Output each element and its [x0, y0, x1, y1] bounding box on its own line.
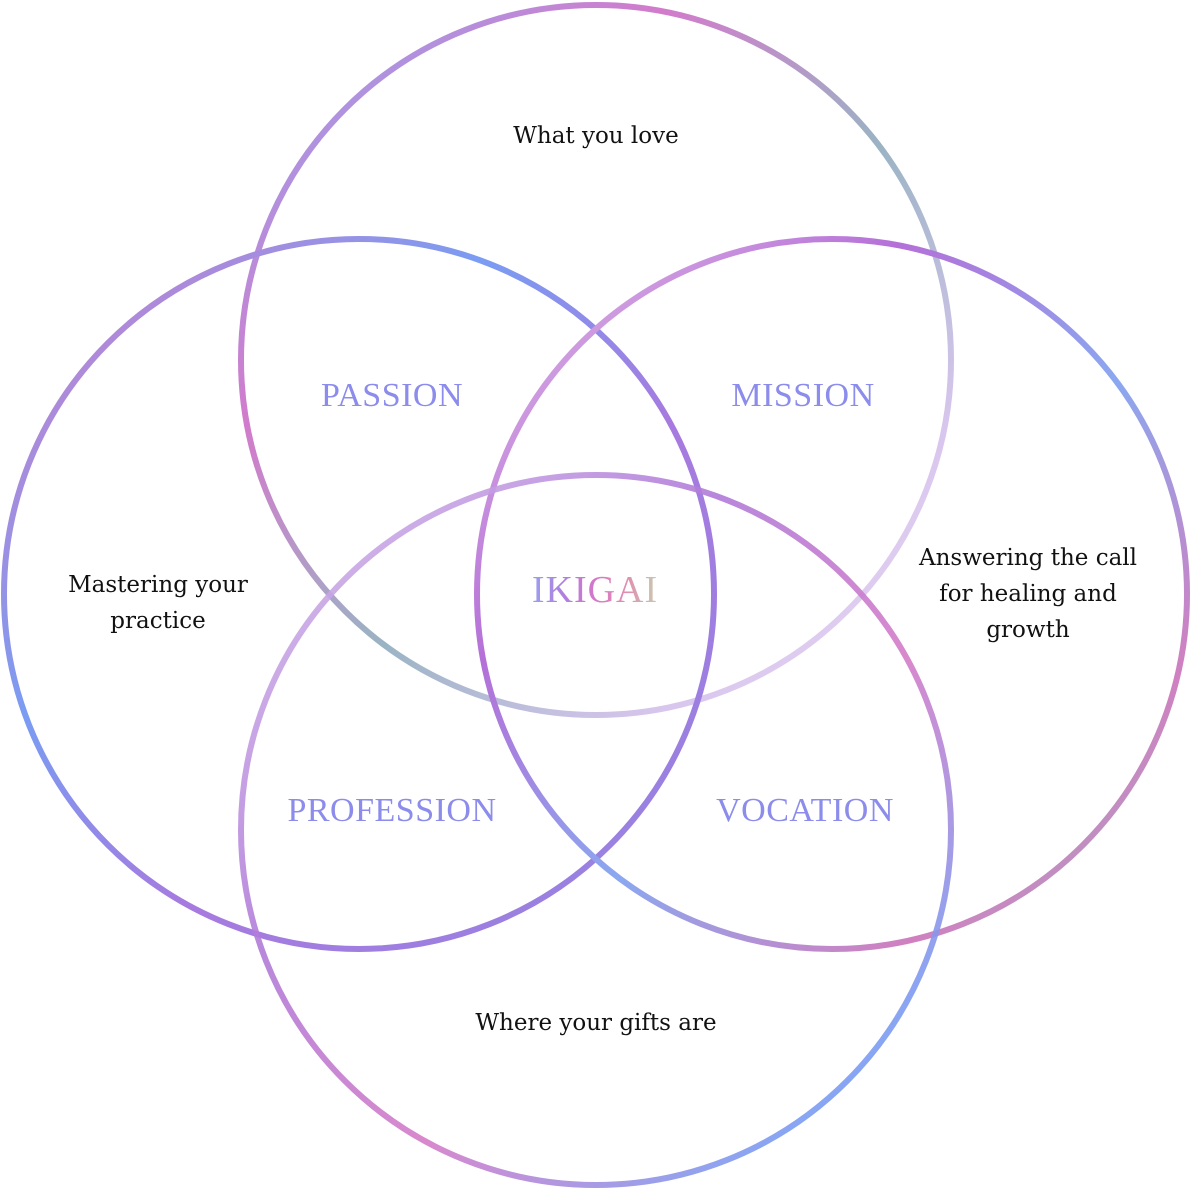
label-what-you-love: What you love: [513, 123, 679, 149]
label-mastering: Mastering your practice: [68, 567, 248, 639]
label-line: Mastering your: [68, 572, 248, 598]
label-gifts: Where your gifts are: [475, 1010, 717, 1036]
circle-mastering: [1, 236, 717, 952]
label-line: practice: [110, 608, 206, 634]
label-line: Answering the call: [918, 545, 1138, 571]
label-vocation: VOCATION: [716, 792, 894, 829]
circle-what-you-love: [238, 2, 954, 718]
circle-answering-call: [474, 236, 1190, 952]
label-ikigai: IKIGAI: [531, 569, 659, 611]
label-line: for healing and: [939, 581, 1117, 607]
circle-gifts: [238, 472, 954, 1188]
label-profession: PROFESSION: [287, 792, 497, 829]
label-mission: MISSION: [731, 377, 875, 414]
label-line: growth: [986, 617, 1070, 643]
label-passion: PASSION: [320, 377, 464, 414]
label-answering-call: Answering the call for healing and growt…: [919, 540, 1137, 648]
